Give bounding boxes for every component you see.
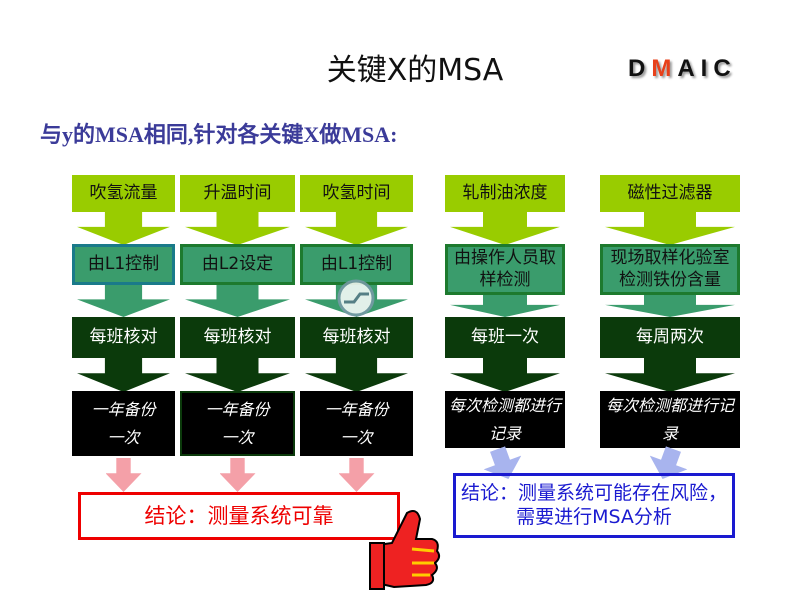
dmaic-logo: DMAIC: [628, 55, 737, 83]
key-x-box: 升温时间: [180, 175, 295, 212]
arrow-down-icon: [450, 358, 560, 392]
arrow-down-pink-icon: [338, 458, 375, 492]
arrow-down-icon: [77, 358, 170, 392]
conclusion-risk: 结论：测量系统可能存在风险，需要进行MSA分析: [453, 473, 735, 538]
arrow-down-icon: [77, 285, 170, 317]
arrow-down-icon: [450, 212, 560, 245]
arrow-down-icon: [185, 358, 290, 392]
key-x-box: 轧制油浓度: [445, 175, 565, 212]
arrow-down-icon: [185, 285, 290, 317]
record-box: 每次检测都进行记录: [600, 391, 740, 448]
control-box: 由L2设定: [180, 244, 295, 285]
subtitle: 与y的MSA相同,针对各关键X做MSA:: [40, 122, 398, 147]
arrow-down-pink-icon: [105, 458, 142, 492]
thumbs-up-icon: [369, 510, 441, 590]
logo-d: D: [628, 55, 652, 82]
arrow-down-icon: [450, 295, 560, 317]
control-box: 由L1控制: [300, 244, 413, 285]
logo-aic: AIC: [677, 55, 737, 82]
arrow-down-icon: [77, 212, 170, 245]
check-frequency-box: 每班核对: [300, 317, 413, 358]
record-box: 每次检测都进行记录: [445, 391, 565, 448]
record-box: 一年备份 一次: [300, 391, 413, 456]
arrow-down-icon: [305, 212, 408, 245]
control-box: 由L1控制: [72, 244, 175, 285]
check-frequency-box: 每班一次: [445, 317, 565, 358]
arrow-down-icon: [305, 358, 408, 392]
control-box: 由操作人员取样检测: [445, 244, 565, 295]
check-frequency-box: 每周两次: [600, 317, 740, 358]
key-x-box: 磁性过滤器: [600, 175, 740, 212]
check-frequency-box: 每班核对: [180, 317, 295, 358]
key-x-box: 吹氢时间: [300, 175, 413, 212]
logo-m: M: [651, 55, 678, 82]
arrow-down-icon: [605, 212, 735, 245]
slide-title: 关键X的MSA: [326, 53, 504, 88]
record-box: 一年备份 一次: [180, 391, 295, 456]
control-box: 现场取样化验室检测铁份含量: [600, 244, 740, 295]
arrow-down-pink-icon: [219, 458, 256, 492]
arrow-down-icon: [185, 212, 290, 245]
record-box: 一年备份 一次: [72, 391, 175, 456]
check-frequency-box: 每班核对: [72, 317, 175, 358]
key-x-box: 吹氢流量: [72, 175, 175, 212]
conclusion-reliable: 结论：测量系统可靠: [78, 492, 400, 540]
arrow-down-icon: [605, 295, 735, 317]
watermark-logo: [336, 278, 376, 322]
arrow-down-icon: [605, 358, 735, 392]
watermark-emblem-icon: [337, 279, 375, 317]
